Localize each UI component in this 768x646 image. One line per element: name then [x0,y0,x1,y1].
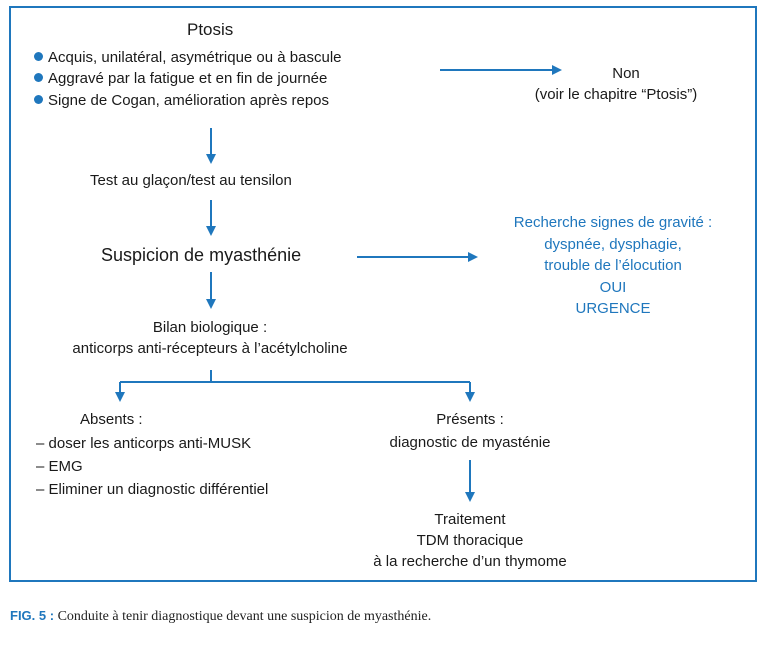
traitement-title: Traitement [434,511,506,528]
non-label: Non [612,65,640,82]
traitement-tdm: TDM thoracique [416,532,524,549]
suspicion-node: Suspicion de myasthénie [101,245,302,265]
figure-caption: FIG. 5 : Conduite à tenir diagnostique d… [10,607,431,626]
ptosis-criterion-3: Signe de Cogan, amélioration après repos [34,91,329,111]
bullet-icon [34,95,43,104]
bullet-icon [34,52,43,61]
absents-item-2: – EMG [36,458,83,475]
presents-title: Présents : [436,411,504,428]
gravite-oui: OUI [599,279,627,296]
bilan-title: Bilan biologique : [152,319,268,336]
bullet-icon [34,73,43,82]
absents-item-1: – doser les anticorps anti-MUSK [36,435,252,452]
figure-caption-text: Conduite à tenir diagnostique devant une… [54,609,432,624]
gravite-line-2: dyspnée, dysphagie, [544,236,682,253]
absents-title: Absents : [80,411,143,428]
test-node: Test au glaçon/test au tensilon [90,172,292,189]
traitement-thymome: à la recherche d’un thymome [373,553,567,570]
figure-label: FIG. 5 : [10,608,55,623]
bilan-detail: anticorps anti-récepteurs à l’acétylchol… [72,340,348,357]
ptosis-title: Ptosis [187,20,234,39]
gravite-line-3: trouble de l’élocution [544,257,682,274]
ptosis-criterion-1: Acquis, unilatéral, asymétrique ou à bas… [34,48,342,68]
ptosis-criterion-2: Aggravé par la fatigue et en fin de jour… [34,69,327,89]
absents-item-3: – Eliminer un diagnostic différentiel [36,481,269,498]
gravite-line-1: Recherche signes de gravité : [513,214,713,231]
diagram-frame [9,6,757,582]
non-reference: (voir le chapitre “Ptosis”) [534,86,698,103]
presents-detail: diagnostic de myasténie [389,434,551,451]
gravite-urgence: URGENCE [575,300,651,317]
